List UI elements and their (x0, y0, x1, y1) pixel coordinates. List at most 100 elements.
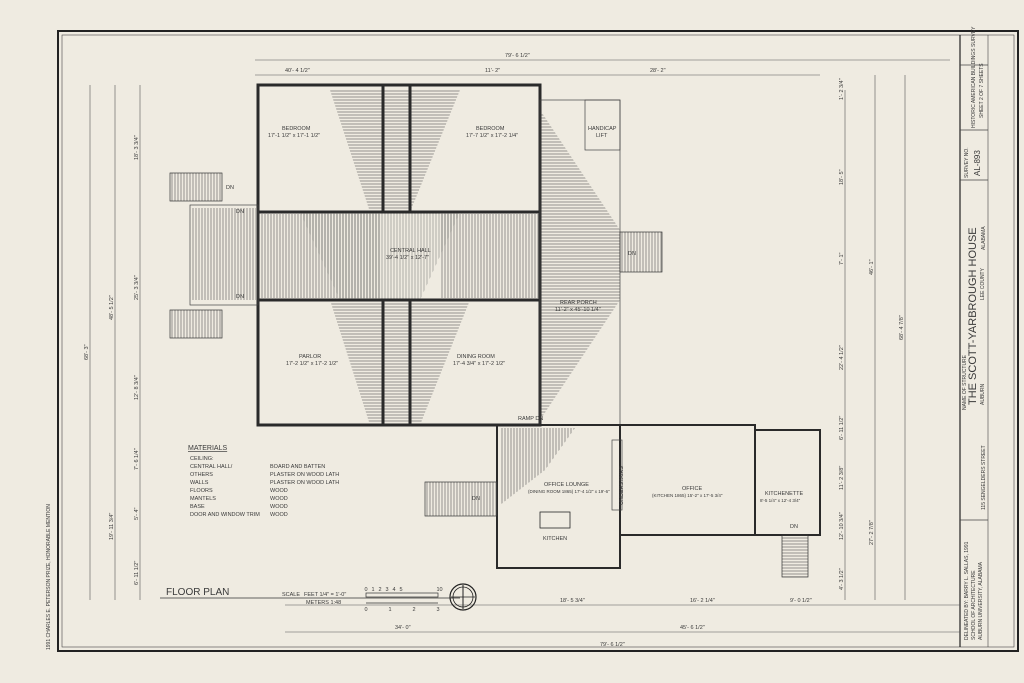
dimension-label: 40'- 4 1/2" (285, 68, 310, 74)
material-value: WOOD (270, 496, 288, 502)
survey-number: AL-893 (973, 150, 982, 176)
room-name: HANDICAP (588, 126, 617, 132)
material-item: OTHERS (190, 472, 213, 478)
dimension-label: 34'- 0" (395, 625, 411, 631)
material-item: DOOR AND WINDOW TRIM (190, 512, 260, 518)
structure-label: NAME OF STRUCTURE (962, 354, 968, 410)
room-size: 17'-4 3/4" x 17'-2 1/2" (453, 361, 505, 367)
dimension-label: 25'- 3 3/4" (134, 275, 140, 300)
city: AUBURN (980, 383, 986, 405)
scale-meters: METERS 1:48 (306, 600, 341, 606)
university: AUBURN UNIVERSITY, ALABAMA (978, 561, 984, 640)
stair-label: DN (226, 185, 234, 191)
dimension-label: 18'- 5 3/4" (560, 598, 585, 604)
understairs-label: UNDERSTAIRS (619, 466, 625, 505)
material-value: BOARD AND BATTEN (270, 464, 325, 470)
dimension-label: 16'- 2 1/4" (690, 598, 715, 604)
room-size: 11'-2" x 45'-10 1/4" (555, 307, 601, 313)
dimension-label: 27'- 2 7/8" (869, 520, 875, 545)
county: LEE COUNTY (980, 267, 986, 300)
delineator: DELINEATED BY: BARRY L. SALLAS, 1991 (964, 541, 970, 640)
dimension-lines: 79'- 6 1/2"40'- 4 1/2"11'- 2"28'- 2"18'-… (84, 53, 960, 648)
room-name: CENTRAL HALL (390, 248, 431, 254)
dimension-label: 18'- 3 3/4" (134, 135, 140, 160)
scale-tick-label: 2 (379, 587, 382, 593)
sheet-border (57, 30, 1019, 652)
stair-label: DN (236, 294, 244, 300)
room-name: REAR PORCH (560, 300, 597, 306)
dimension-label: 12'- 8 3/4" (134, 375, 140, 400)
dimension-label: 7'- 6 1/4" (134, 448, 140, 470)
scale-label: SCALE (282, 592, 300, 598)
room-size: 8'-5 1/4" x 12'-4 3/4" (760, 498, 801, 503)
dimension-label: 6'- 11 1/2" (134, 561, 140, 585)
scale-tick-label: 0 (365, 607, 368, 613)
dimension-label: 68'- 3" (84, 344, 90, 360)
scale-tick-label: 4 (393, 587, 396, 593)
scale-tick-label: 0 (365, 587, 368, 593)
dimension-label: 11'- 2" (485, 68, 500, 74)
school: SCHOOL OF ARCHITECTURE (971, 570, 977, 640)
materials-legend: MATERIALS CEILING: CENTRAL HALL/BOARD AN… (188, 445, 339, 518)
scale-tick-label: 1 (389, 607, 392, 613)
room-name: KITCHENETTE (765, 491, 804, 497)
room-name: OFFICE LOUNGE (544, 482, 589, 488)
room-size: (DINING ROOM 1865) 17'-4 1/2" x 19'-6" (528, 489, 610, 494)
material-item: CENTRAL HALL/ (190, 464, 233, 470)
stairs: DN DN DN DN DN DN RAMP DN UNDERSTAIRS (169, 172, 809, 578)
scale-tick-label: 2 (413, 607, 416, 613)
structure-name: THE SCOTT-YARBROUGH HOUSE (967, 227, 979, 405)
dimension-label: 19'- 11 3/4" (109, 513, 115, 540)
room-name: DINING ROOM (457, 354, 495, 360)
stove (539, 511, 571, 529)
award-note: 1991 CHARLES E. PETERSON PRIZE, HONORABL… (46, 504, 52, 650)
sheet-number: SHEET 2 OF 7 SHEETS (979, 63, 985, 118)
room-size: 17'-7 1/2" x 17'-2 1/4" (466, 133, 518, 139)
scale-tick-label: 5 (400, 587, 403, 593)
material-value: PLASTER ON WOOD LATH (270, 480, 339, 486)
room-size: 17'-2 1/2" x 17'-2 1/2" (286, 361, 338, 367)
dimension-label: 48'- 5 1/2" (109, 295, 115, 320)
material-value: WOOD (270, 512, 288, 518)
dimension-label: 79'- 6 1/2" (505, 53, 530, 59)
dimension-label: 12'- 10 3/4" (839, 512, 845, 540)
room-size: LIFT (596, 133, 608, 139)
plan-title-block: FLOOR PLAN SCALE FEET 1/4" = 1'-0" METER… (160, 583, 477, 613)
dimension-label: 45'- 6 1/2" (680, 625, 705, 631)
dimension-label: 28'- 2" (650, 68, 666, 74)
room-name: KITCHEN (543, 536, 567, 542)
dimension-label: 68'- 4 7/8" (899, 315, 905, 340)
floor-hatching (192, 90, 620, 505)
dimension-label: 11'- 2 3/8" (839, 466, 845, 490)
room-size: 39'-4 1/2" x 12'-7" (386, 255, 429, 261)
state: ALABAMA (981, 226, 987, 250)
room-name: OFFICE (682, 486, 702, 492)
dimension-label: 18'- 5" (839, 169, 845, 185)
dimension-label: 46'- 1" (869, 259, 875, 275)
scale-tick-label: 3 (386, 587, 389, 593)
room-name: PARLOR (299, 354, 321, 360)
ramp-label: RAMP DN (518, 416, 543, 422)
stair-label: DN (628, 251, 636, 257)
room-name: BEDROOM (476, 126, 505, 132)
scale-tick-label: 3 (437, 607, 440, 613)
material-item: CEILING: (190, 456, 214, 462)
room-labels: BEDROOM 17'-1 1/2" x 17'-1 1/2" BEDROOM … (268, 126, 804, 542)
dimension-label: 79'- 6 1/2" (600, 642, 625, 648)
scale-tick-label: 10 (437, 587, 443, 593)
room-size: (KITCHEN 1865) 15'-2" x 17'-5 3/4" (652, 493, 723, 498)
material-value: WOOD (270, 488, 288, 494)
material-value: PLASTER ON WOOD LATH (270, 472, 339, 478)
dimension-label: 9'- 0 1/2" (790, 598, 812, 604)
material-item: BASE (190, 504, 205, 510)
dimension-label: 7'- 1" (839, 252, 845, 265)
scale-tick-label: 1 (372, 587, 375, 593)
scale-feet: FEET 1/4" = 1'-0" (304, 592, 346, 598)
stair-label: DN (472, 496, 480, 502)
material-value: WOOD (270, 504, 288, 510)
materials-heading: MATERIALS (188, 445, 227, 452)
room-size: 17'-1 1/2" x 17'-1 1/2" (268, 133, 320, 139)
